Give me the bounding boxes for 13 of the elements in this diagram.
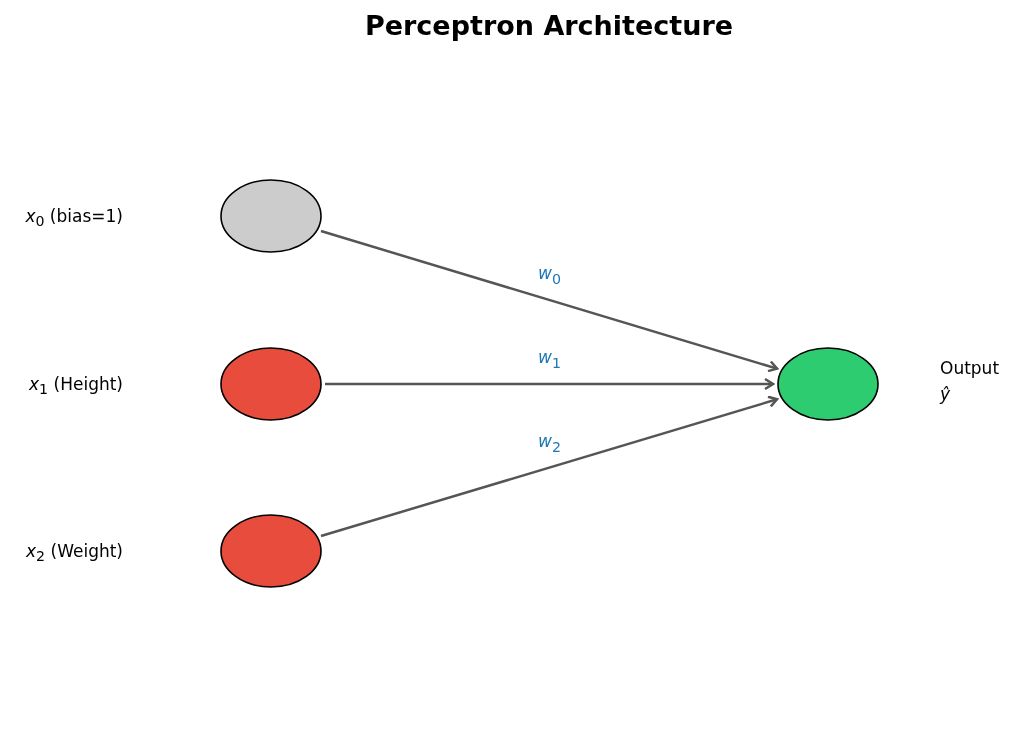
node-label: ŷ — [940, 383, 951, 406]
diagram-title: Perceptron Architecture — [363, 10, 735, 41]
arrow — [320, 395, 779, 538]
arrow — [325, 377, 775, 391]
arrow — [320, 229, 779, 373]
input-label: x$_{0}$ (bias=1) — [25, 205, 123, 232]
neuron-circle — [220, 514, 322, 588]
input-label: x$_{2}$ (Weight) — [26, 540, 123, 567]
neuron-circle — [777, 347, 879, 421]
node-label: Output — [940, 357, 1000, 380]
input-label: x$_{1}$ (Height) — [29, 373, 123, 400]
neuron-circle — [220, 179, 322, 253]
neuron-circle — [220, 347, 322, 421]
